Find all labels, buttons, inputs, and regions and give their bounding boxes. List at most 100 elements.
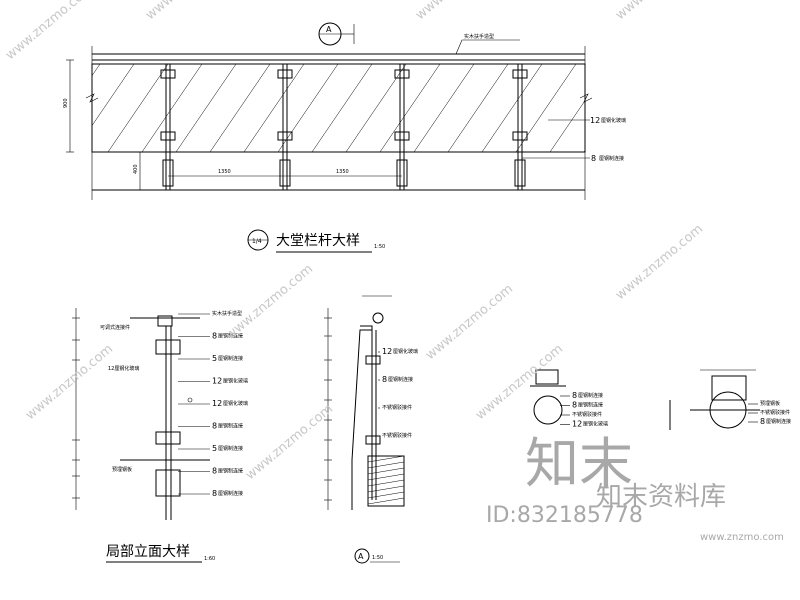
post-2 (277, 64, 293, 190)
watermark-logo: 知末 (525, 432, 633, 495)
title-main-marker: 1/4 (252, 238, 262, 245)
hatch-line (367, 479, 405, 487)
hatch-line (345, 64, 407, 152)
leader-bolt-num: 8 (591, 154, 596, 163)
watermark-url: www.znzmo.com (700, 532, 784, 543)
watermark-brand: 知末资料库 (596, 482, 726, 512)
bolt-plate (160, 69, 176, 79)
watermark-small: www.znzmo.com (423, 281, 516, 363)
bolt-plate (160, 131, 176, 141)
label-text: 实木扶手造型 (212, 310, 242, 317)
label-num: 8 (760, 417, 765, 426)
mid-left-left-label-2: 12厘钢化玻璃 (108, 365, 139, 372)
watermark-small: www.znzmo.com (613, 0, 706, 23)
label-num: 5 (212, 354, 217, 363)
watermark-small: www.znzmo.com (243, 401, 336, 483)
label-text: 厘钢化玻璃 (583, 421, 608, 428)
title-left-text: 局部立面大样 (106, 544, 190, 560)
label-num: 12 (382, 347, 392, 356)
label-text: 厘钢制连接 (766, 418, 791, 425)
hatch-line (481, 64, 543, 152)
hatch-line (367, 491, 405, 499)
section-marker-label: A (326, 25, 332, 34)
label-text: 厘钢制连接 (218, 423, 243, 430)
hatch-line (209, 64, 271, 152)
title-main: 1/4 大堂栏杆大样 1:50 (247, 229, 385, 253)
title-main-scale: 1:50 (374, 244, 385, 250)
post-group (160, 64, 528, 190)
label-text: 不锈钢驳接件 (382, 432, 412, 439)
label-text: 不锈钢驳接件 (382, 404, 412, 411)
hatch-line (447, 64, 509, 152)
dim-height: 900 (63, 98, 69, 108)
hatch-line (243, 64, 305, 152)
bolt-plate (394, 131, 410, 141)
label-num: 12 (572, 420, 582, 429)
label-text: 厘钢制连接 (218, 333, 243, 340)
leader-bolt-text: 厘钢制连接 (599, 155, 624, 162)
label-text: 厘钢制连接 (578, 392, 603, 399)
hatch-line (583, 150, 585, 152)
label-num: 8 (212, 489, 217, 498)
hatch-line (311, 64, 373, 152)
hatch-line (367, 485, 405, 493)
label-text: 厘钢化玻璃 (223, 400, 248, 407)
label-num: 8 (572, 401, 577, 410)
hatch-line (367, 461, 405, 469)
watermark-small: www.znzmo.com (223, 261, 316, 343)
glass-hatch (92, 64, 585, 152)
base-plate (396, 159, 408, 187)
leader-glass-num: 12 (590, 116, 600, 125)
hatch-line (413, 64, 475, 152)
label-num: 8 (212, 332, 217, 341)
top-elevation: 900 400 1350 1350 A 实木扶手造型 12 厘钢化玻璃 8 厘钢… (63, 22, 626, 200)
base-plate (279, 159, 291, 187)
mid-left-left-label-1: 可调式连接件 (100, 324, 130, 331)
label-text: 厘钢制连接 (388, 376, 413, 383)
label-num: 12 (212, 399, 222, 408)
label-num: 8 (382, 375, 387, 384)
base-plate (514, 159, 526, 187)
label-text: 预埋钢板 (760, 400, 780, 407)
title-a-scale: 1:50 (372, 555, 383, 561)
hatch-line (367, 467, 405, 475)
label-num: 8 (572, 391, 577, 400)
watermark-id: ID:832185778 (486, 503, 643, 528)
title-left-scale: 1:60 (204, 556, 215, 562)
post-1 (160, 64, 176, 190)
dim-span-2: 1350 (336, 169, 349, 175)
label-text: 厘钢制连接 (218, 355, 243, 362)
label-num: 8 (212, 467, 217, 476)
hatch-line (549, 100, 585, 152)
label-text: 不锈钢驳接件 (760, 409, 790, 416)
hatch-line (367, 473, 405, 481)
hatch-line (107, 64, 169, 152)
leader-handrail: 实木扶手造型 (464, 33, 494, 40)
label-text: 厘钢化玻璃 (393, 348, 418, 355)
base-plate (162, 159, 174, 187)
bolt-plate (512, 131, 528, 141)
post-4 (512, 64, 528, 190)
hatch-line (277, 64, 339, 152)
label-text: 不锈钢驳接件 (572, 411, 602, 418)
label-num: 12 (212, 377, 222, 386)
bolt-plate (512, 69, 528, 79)
watermark-small: www.znzmo.com (143, 0, 236, 23)
hatch-line (367, 455, 405, 463)
hatch-line (141, 64, 203, 152)
label-num: 5 (212, 444, 217, 453)
hatch-line (367, 497, 405, 505)
bolt-plate (277, 131, 293, 141)
title-a: A 1:50 (354, 548, 400, 564)
title-a-marker: A (358, 552, 364, 561)
hatch-line (379, 64, 441, 152)
dim-span-1: 1350 (218, 169, 231, 175)
title-main-text: 大堂栏杆大样 (276, 233, 360, 249)
title-left: 局部立面大样 1:60 (106, 544, 215, 563)
label-text: 厘钢制连接 (218, 445, 243, 452)
